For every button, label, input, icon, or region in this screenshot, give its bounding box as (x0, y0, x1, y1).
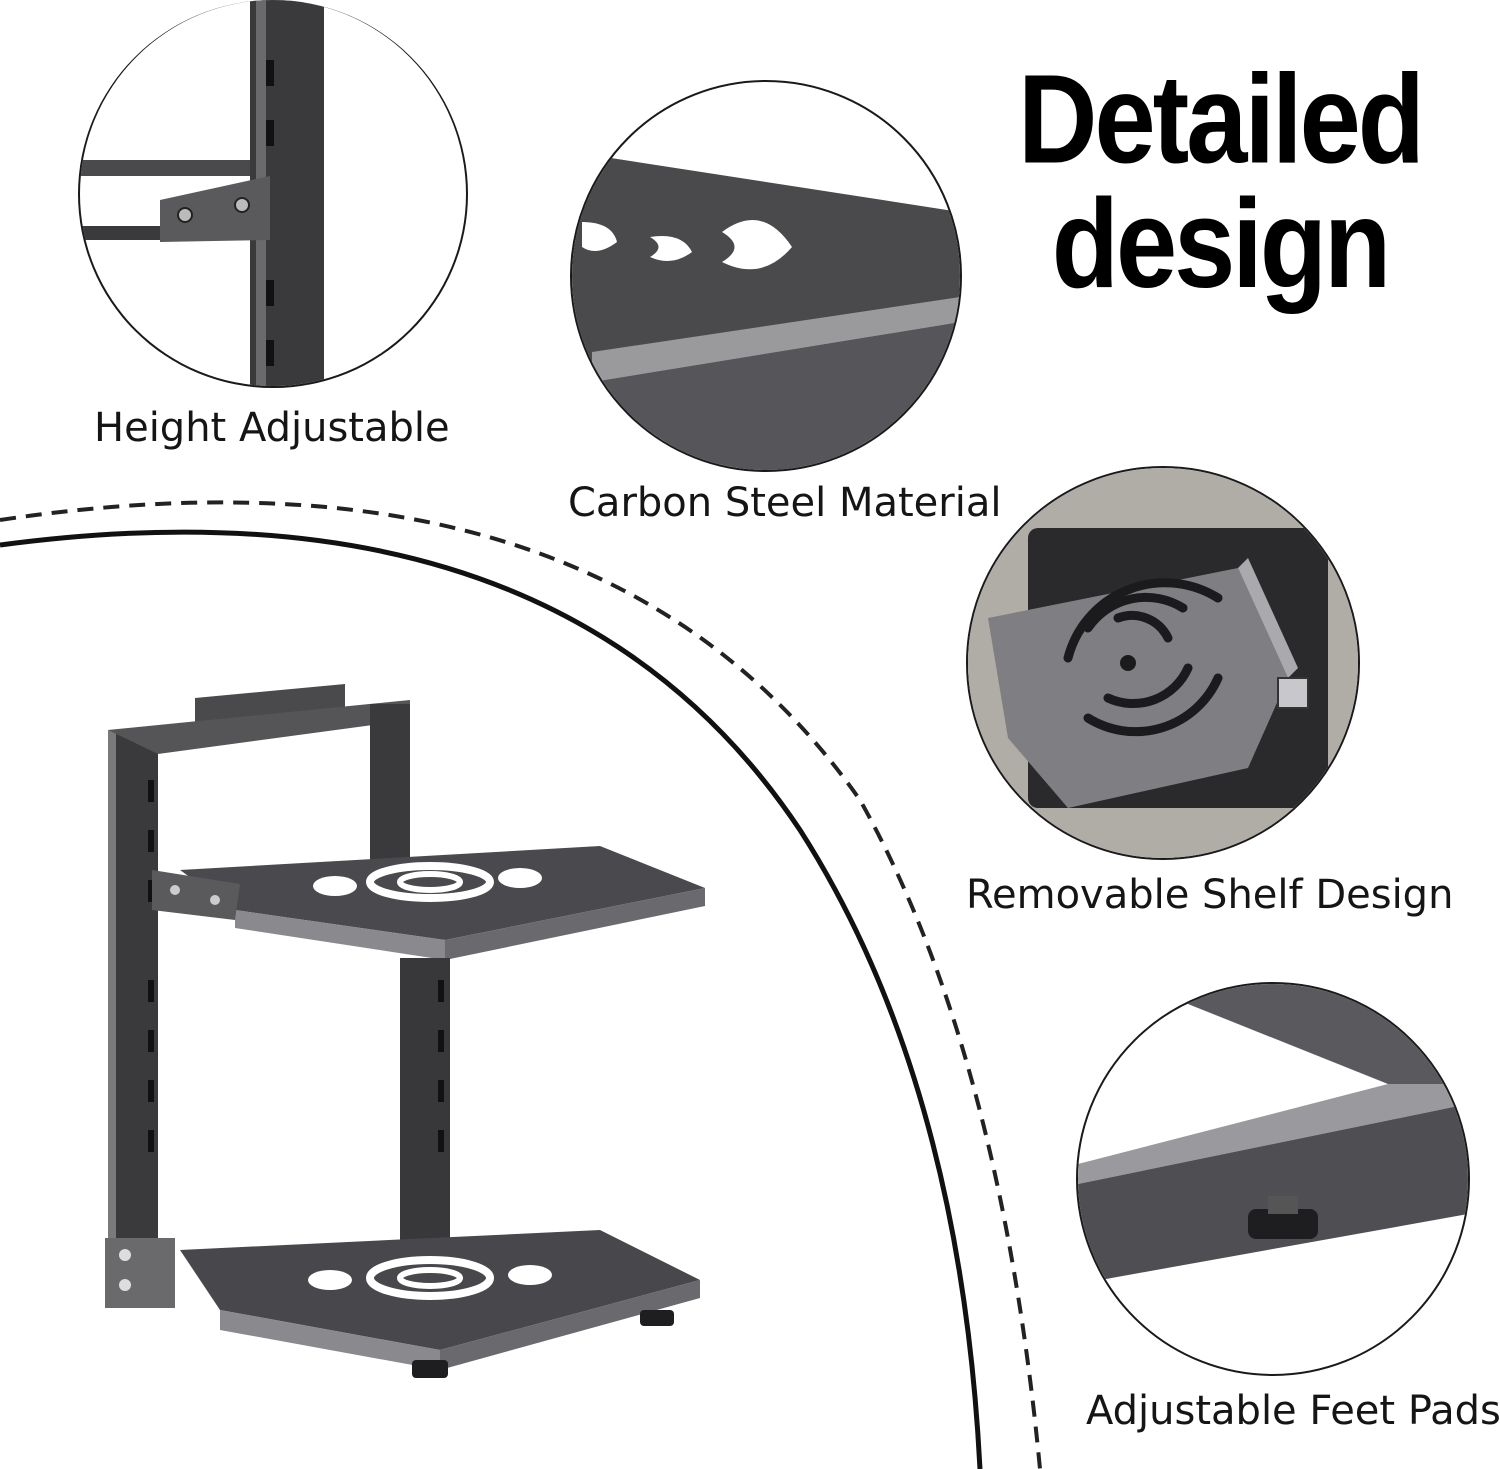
detail-circle-removable-shelf (966, 466, 1360, 860)
upper-shelf-cutouts-icon (313, 862, 542, 902)
dashed-arc (0, 500, 1042, 1469)
cutout-icon (582, 222, 617, 251)
page-headline: Detailed design (960, 48, 1480, 315)
bolt-icon (210, 895, 220, 905)
caption-adjustable-feet: Adjustable Feet Pads (1086, 1388, 1500, 1434)
bolt-icon (170, 885, 180, 895)
caption-carbon-steel: Carbon Steel Material (568, 480, 1002, 526)
headline-line-1: Detailed (1018, 48, 1425, 191)
detail-circle-height (78, 0, 468, 388)
lower-shelf-cutouts-icon (308, 1256, 552, 1300)
bolt-icon (119, 1279, 131, 1291)
foot-pad-icon (1248, 1209, 1318, 1239)
caption-height-adjustable: Height Adjustable (94, 405, 450, 451)
steel-plate-illustration (572, 152, 960, 470)
cutout-icon (650, 236, 692, 261)
caption-removable-shelf: Removable Shelf Design (966, 872, 1454, 918)
product-rack-illustration (105, 684, 705, 1378)
foot-pad-icon (412, 1360, 448, 1378)
cutout-icon (722, 220, 792, 270)
bolt-icon (119, 1249, 131, 1261)
radial-cutouts-icon (1063, 578, 1223, 737)
foot-pad-icon (640, 1310, 674, 1326)
feet-pad-illustration (1078, 984, 1468, 1284)
detail-circle-carbon-steel (570, 80, 962, 472)
removable-shelf-illustration (968, 468, 1358, 858)
bolt-icon (234, 197, 250, 213)
bolt-icon (177, 207, 193, 223)
solid-arc (0, 529, 983, 1469)
height-bracket-illustration (80, 0, 324, 386)
headline-line-2: design (1051, 173, 1392, 315)
detail-circle-adjustable-feet (1076, 982, 1470, 1376)
